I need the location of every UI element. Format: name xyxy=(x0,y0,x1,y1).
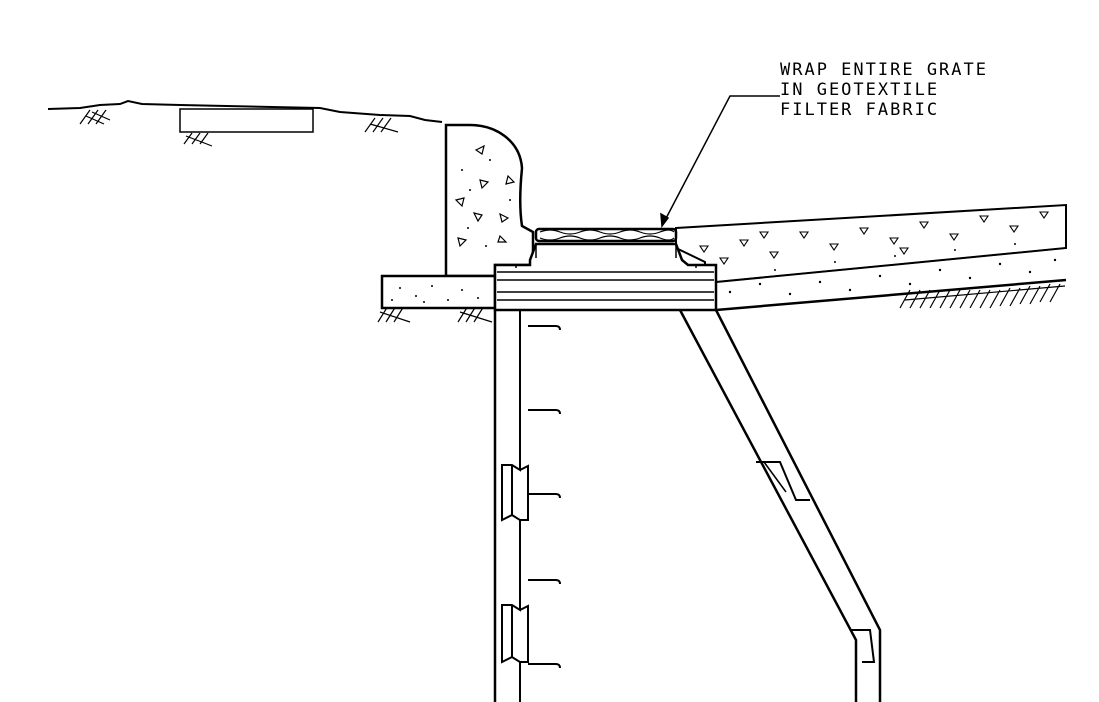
callout-line-2: IN GEOTEXTILE xyxy=(780,80,940,100)
structure-wall-right xyxy=(680,310,880,702)
structure-wall-left xyxy=(495,310,528,702)
callout-line-1: WRAP ENTIRE GRATE xyxy=(780,60,988,80)
geotextile-wrapped-grate xyxy=(536,229,676,241)
base-slab xyxy=(382,276,495,308)
callout-leader xyxy=(661,96,780,226)
existing-ground xyxy=(48,101,442,132)
concrete-curb xyxy=(446,125,533,276)
pavement-section xyxy=(676,205,1066,310)
inlet-grate-frame xyxy=(495,244,716,310)
manhole-steps xyxy=(528,326,560,668)
callout-line-3: FILTER FABRIC xyxy=(780,100,940,120)
callout-note: WRAP ENTIRE GRATE IN GEOTEXTILE FILTER F… xyxy=(780,60,988,120)
ground-hatch-symbols xyxy=(80,110,1065,322)
